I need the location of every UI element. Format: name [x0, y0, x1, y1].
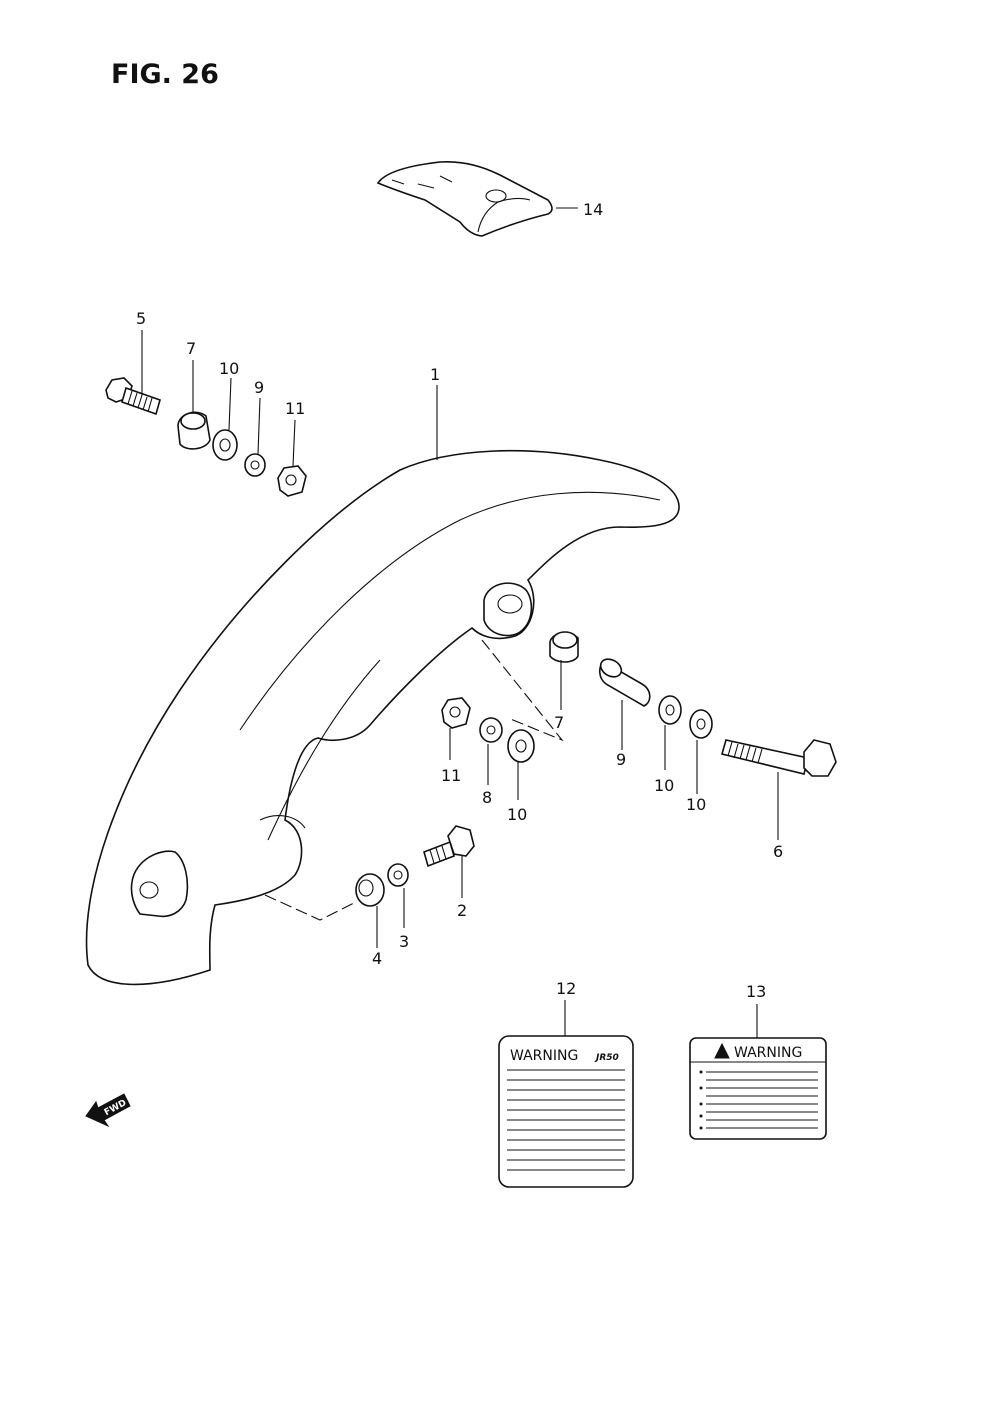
callout-3: 3: [399, 932, 409, 951]
callout-11b: 11: [441, 766, 461, 785]
part-4-grommet: [355, 873, 385, 907]
part-6-long-bolt: [721, 739, 837, 777]
part-1-front-fender: [85, 449, 680, 986]
part-9-lock-washer-mid: [479, 717, 503, 743]
callout-11a: 11: [285, 399, 305, 418]
part-11-nut-top: [277, 465, 307, 497]
leader-9a: [257, 397, 261, 455]
part-13-warning-label: WARNING: [689, 1037, 827, 1140]
leader-11a: [292, 419, 296, 467]
fwd-arrow-icon: FWD: [85, 1093, 131, 1128]
callout-1: 1: [430, 365, 440, 384]
part-5-bolt: [105, 377, 161, 416]
callout-13: 13: [746, 982, 766, 1001]
part-10-washer-mid: [507, 729, 535, 763]
part-12-warning-label: WARNING JR50: [498, 1035, 634, 1188]
assembly-line-mid: [481, 639, 564, 742]
leader-10a: [228, 377, 232, 431]
callout-10c: 10: [654, 776, 674, 795]
callout-10b: 10: [507, 805, 527, 824]
label13-heading: WARNING: [734, 1045, 802, 1061]
callout-2: 2: [457, 901, 467, 920]
callout-10a: 10: [219, 359, 239, 378]
part-11-nut-mid: [441, 697, 471, 729]
callout-10d: 10: [686, 795, 706, 814]
warning-triangle-icon: [714, 1042, 730, 1059]
part-3-washer: [387, 863, 409, 887]
callout-6: 6: [773, 842, 783, 861]
part-10-washer-right-2: [689, 709, 713, 739]
part-9-lock-washer-top: [244, 453, 266, 477]
part-14-cover-pad: [376, 160, 578, 237]
callout-5: 5: [136, 309, 146, 328]
part-8-spacer: [598, 658, 651, 707]
part-10-washer-right-1: [658, 695, 682, 725]
part-2-small-bolt: [423, 825, 475, 868]
part-10-washer-top: [212, 429, 238, 461]
callout-9b: 8: [482, 788, 492, 807]
callout-8: 9: [616, 750, 626, 769]
part-7-collar-mid: [549, 631, 579, 663]
part-7-collar-top: [177, 411, 211, 450]
callout-9a: 9: [254, 378, 264, 397]
callout-7b: 7: [554, 713, 564, 732]
assembly-line-lower: [264, 894, 357, 921]
callout-7a: 7: [186, 339, 196, 358]
callout-14: 14: [583, 200, 603, 219]
callout-12: 12: [556, 979, 576, 998]
label12-heading: WARNING: [510, 1048, 578, 1064]
figure-title: FIG. 26: [111, 59, 219, 90]
label12-model: JR50: [594, 1053, 619, 1063]
callout-4: 4: [372, 949, 382, 968]
